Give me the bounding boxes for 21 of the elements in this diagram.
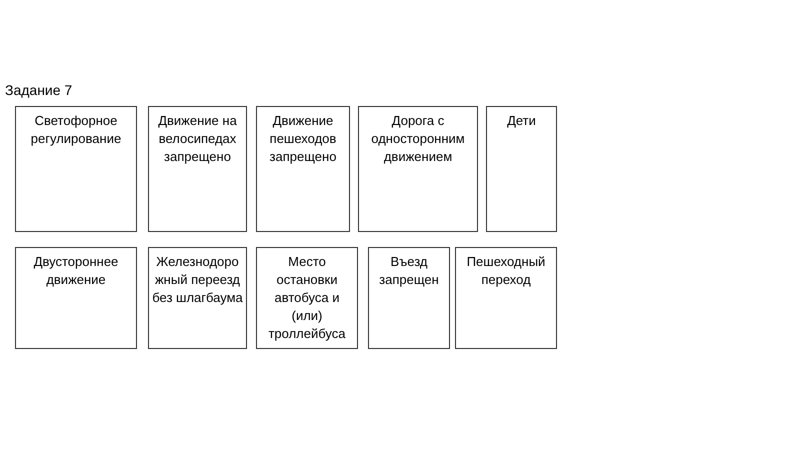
term-card bbox=[368, 247, 450, 349]
term-text: Двустороннее движение bbox=[34, 254, 118, 287]
term-card bbox=[15, 247, 137, 349]
term-card bbox=[455, 247, 557, 349]
term-card bbox=[256, 106, 350, 232]
term-card bbox=[15, 106, 137, 232]
term-text: Движение пешеходов запрещено bbox=[270, 113, 336, 164]
task-title: Задание 7 bbox=[5, 82, 72, 98]
term-text: Место остановки автобуса и (или) троллейбуса bbox=[268, 254, 346, 341]
term-card bbox=[148, 247, 247, 349]
term-text: Дети bbox=[507, 113, 536, 128]
term-text: Движение на велосипедах запрещено bbox=[158, 113, 237, 164]
term-text: Дорога с односторонним движением bbox=[371, 113, 465, 164]
term-text: Светофорное регулирование bbox=[30, 113, 122, 146]
term-text: Пешеходный переход bbox=[466, 254, 546, 287]
term-card bbox=[256, 247, 358, 349]
term-text: Въезд запрещен bbox=[379, 254, 439, 287]
term-card bbox=[358, 106, 478, 232]
term-text: Железнодорожный переезд без шлагбаума bbox=[152, 254, 243, 305]
term-card bbox=[148, 106, 247, 232]
term-card bbox=[486, 106, 557, 232]
